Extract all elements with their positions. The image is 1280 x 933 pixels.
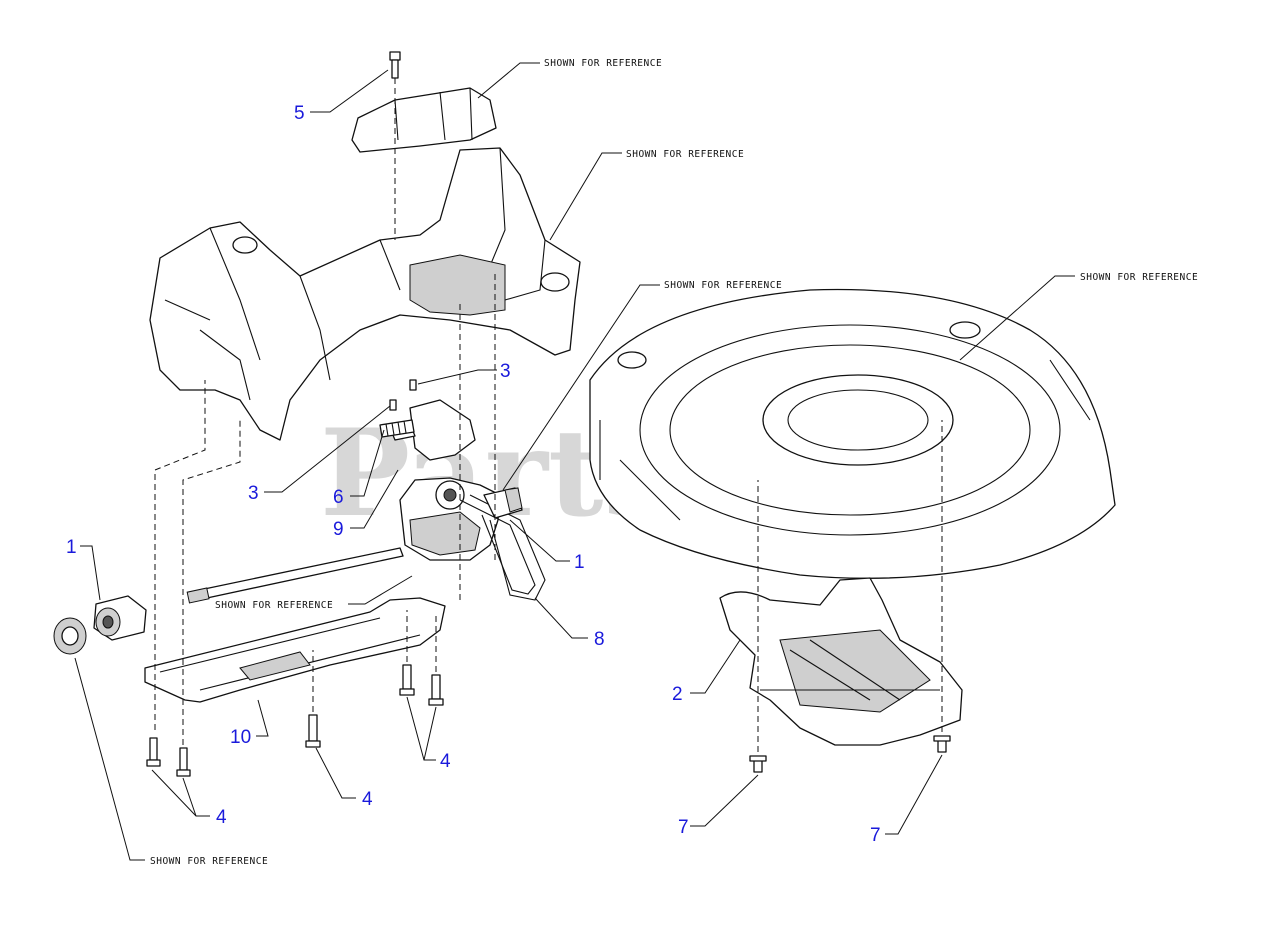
- top-cover-part: [351, 87, 497, 153]
- transmission-part: [399, 477, 501, 561]
- bolt-7-group: [749, 735, 951, 773]
- bearing-left-part: [93, 595, 147, 641]
- bottom-plate-part: [144, 597, 446, 703]
- callout-4-right: 4: [440, 751, 451, 772]
- discharge-chute-part: [719, 577, 963, 746]
- axle-part: [186, 547, 404, 604]
- screw-3-group: [389, 379, 417, 411]
- callout-2: 2: [672, 684, 683, 705]
- callout-7-left: 7: [678, 817, 689, 838]
- callout-5: 5: [294, 103, 305, 124]
- reference-note-top-cover: SHOWN FOR REFERENCE: [544, 58, 662, 69]
- drive-belt-part: [459, 494, 546, 601]
- callout-9: 9: [333, 519, 344, 540]
- callout-1-left: 1: [66, 537, 77, 558]
- callout-1-right: 1: [574, 552, 585, 573]
- reference-note-gear: SHOWN FOR REFERENCE: [150, 856, 268, 867]
- callout-3-upper: 3: [500, 361, 511, 382]
- alignment-lines: [154, 78, 943, 752]
- bearing-right-part: [483, 487, 523, 519]
- callout-10: 10: [230, 727, 251, 748]
- bolt-4-group: [146, 664, 444, 777]
- callout-3-lower: 3: [248, 483, 259, 504]
- spring-part: [379, 419, 415, 438]
- reference-note-housing: SHOWN FOR REFERENCE: [626, 149, 744, 160]
- reference-note-deck: SHOWN FOR REFERENCE: [1080, 272, 1198, 283]
- deck-housing-part: [149, 147, 581, 441]
- reference-note-plate: SHOWN FOR REFERENCE: [215, 600, 333, 611]
- callout-8: 8: [594, 629, 605, 650]
- callout-7-right: 7: [870, 825, 881, 846]
- gear-part: [53, 617, 87, 655]
- leader-lines: [74, 62, 1075, 861]
- callout-6: 6: [333, 487, 344, 508]
- bolt-5: [389, 51, 401, 79]
- reference-note-center: SHOWN FOR REFERENCE: [664, 280, 782, 291]
- callout-4-left: 4: [216, 807, 227, 828]
- callout-4-middle: 4: [362, 789, 373, 810]
- mower-deck-part: [589, 288, 1116, 579]
